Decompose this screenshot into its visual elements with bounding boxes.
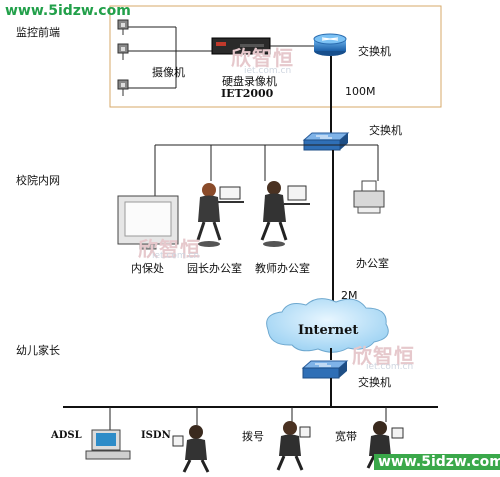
campus-node-label: 教师办公室 xyxy=(255,262,310,275)
person-at-computer-icon xyxy=(196,183,244,247)
parents-switch-icon xyxy=(301,360,349,379)
campus-switch-label: 交换机 xyxy=(369,124,402,137)
campus-node-label: 园长办公室 xyxy=(187,262,242,275)
zone-label: 监控前端 xyxy=(16,26,60,39)
camera-label: 摄像机 xyxy=(152,66,185,79)
brand-watermark-url: iet.com.cn xyxy=(366,362,414,372)
campus-node-label: 办公室 xyxy=(356,257,389,270)
campus-node-label: 内保处 xyxy=(131,262,164,275)
site-watermark: www.5idzw.com xyxy=(374,454,500,470)
camera-wiring xyxy=(126,26,212,89)
campus-switch-icon xyxy=(302,132,350,151)
person-at-computer-icon xyxy=(172,425,210,473)
link-speed-label: 2M xyxy=(341,289,358,302)
internet-label: Internet xyxy=(298,323,359,338)
brand-watermark: 欣智恒 xyxy=(138,237,201,261)
camera-icon xyxy=(117,79,129,96)
access-type-label: 拨号 xyxy=(242,430,264,443)
parents-switch-label: 交换机 xyxy=(358,376,391,389)
site-watermark: www.5idzw.com xyxy=(5,3,131,19)
desktop-computer-icon xyxy=(85,429,131,460)
access-type-label: 宽带 xyxy=(335,430,357,443)
camera-icon xyxy=(117,19,129,35)
brand-watermark-url: iet.com.cn xyxy=(244,66,292,76)
brand-watermark-url: iet.com.cn xyxy=(152,251,200,261)
router-label: 交换机 xyxy=(358,45,391,58)
router-icon xyxy=(313,33,347,56)
access-type-label: ADSL xyxy=(51,430,82,441)
monitor-end-frame xyxy=(109,5,442,108)
dvr-label: 硬盘录像机 xyxy=(222,75,277,88)
person-at-computer-icon xyxy=(276,421,311,471)
dvr-model: IET2000 xyxy=(221,87,274,100)
internet-cloud-icon xyxy=(266,298,389,353)
zone-label: 幼儿家长 xyxy=(16,344,60,357)
monitor-icon xyxy=(117,195,179,250)
zone-label: 校院内网 xyxy=(16,174,60,187)
link-speed-label: 100M xyxy=(345,85,376,98)
person-at-computer-icon xyxy=(260,181,310,247)
dvr-icon xyxy=(211,37,271,55)
brand-watermark: 欣智恒 xyxy=(231,46,294,70)
camera-icon xyxy=(117,43,129,60)
person-at-computer-icon xyxy=(366,421,404,469)
access-type-label: ISDN xyxy=(141,430,171,441)
printer-icon xyxy=(353,180,385,214)
brand-watermark: 欣智恒 xyxy=(352,344,415,368)
